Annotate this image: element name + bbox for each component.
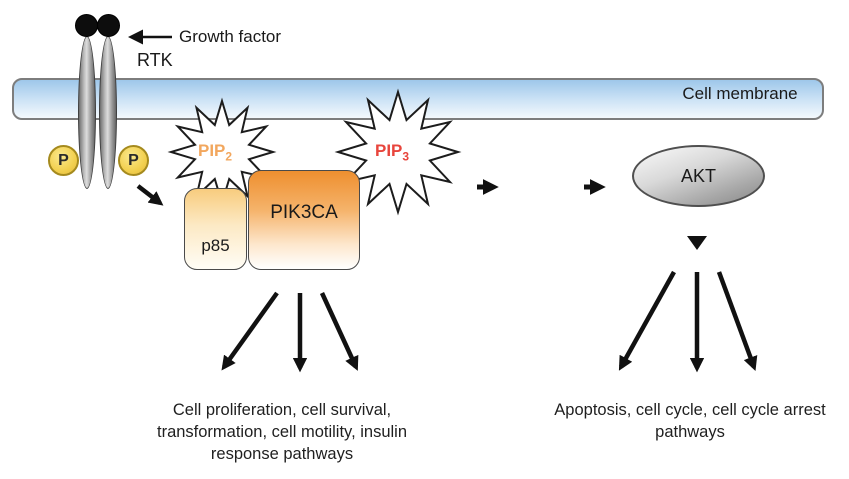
akt-down-arrowhead: [687, 236, 707, 250]
pik3ca-box: PIK3CA: [248, 170, 360, 270]
pik3ca-pathways-text: Cell proliferation, cell survival, trans…: [156, 401, 408, 463]
growth-factor-label: Growth factor: [179, 27, 282, 46]
akt-fan-arrow-right: [716, 271, 758, 372]
pik3ca-label: PIK3CA: [270, 202, 338, 223]
akt-label: AKT: [680, 165, 716, 186]
rtk-label: RTK: [137, 50, 173, 70]
pip2-subscript: 2: [225, 149, 233, 164]
pip2-base-text: PIP: [198, 141, 226, 160]
pik3ca-fan-arrow-left: [221, 291, 279, 371]
akt-pathways-text: Apoptosis, cell cycle, cell cycle arrest…: [554, 401, 826, 441]
growth-factor-ligand-left: [75, 14, 98, 37]
phospho-right-label: P: [128, 151, 139, 169]
pik3ca-fan-arrow-right: [319, 292, 359, 371]
akt-ellipse: AKT: [632, 145, 765, 207]
p85-box: p85: [184, 188, 247, 270]
cell-membrane-label: Cell membrane: [682, 84, 798, 103]
rtk-to-pi3k-arrow: [136, 184, 164, 206]
phospho-left-label: P: [58, 151, 69, 169]
pip2-label: PIP2: [198, 141, 232, 163]
phospho-circle-right: P: [118, 145, 149, 176]
rtk-receptor-left: [78, 36, 96, 189]
rtk-receptor-right: [99, 36, 117, 189]
pip3-base-text: PIP: [375, 141, 403, 160]
pip3-label: PIP3: [375, 141, 409, 163]
pip3-subscript: 3: [402, 149, 410, 164]
p85-label: p85: [201, 236, 230, 255]
phospho-circle-left: P: [48, 145, 79, 176]
growth-factor-ligand-right: [97, 14, 120, 37]
akt-fan-arrow-left: [618, 270, 676, 371]
